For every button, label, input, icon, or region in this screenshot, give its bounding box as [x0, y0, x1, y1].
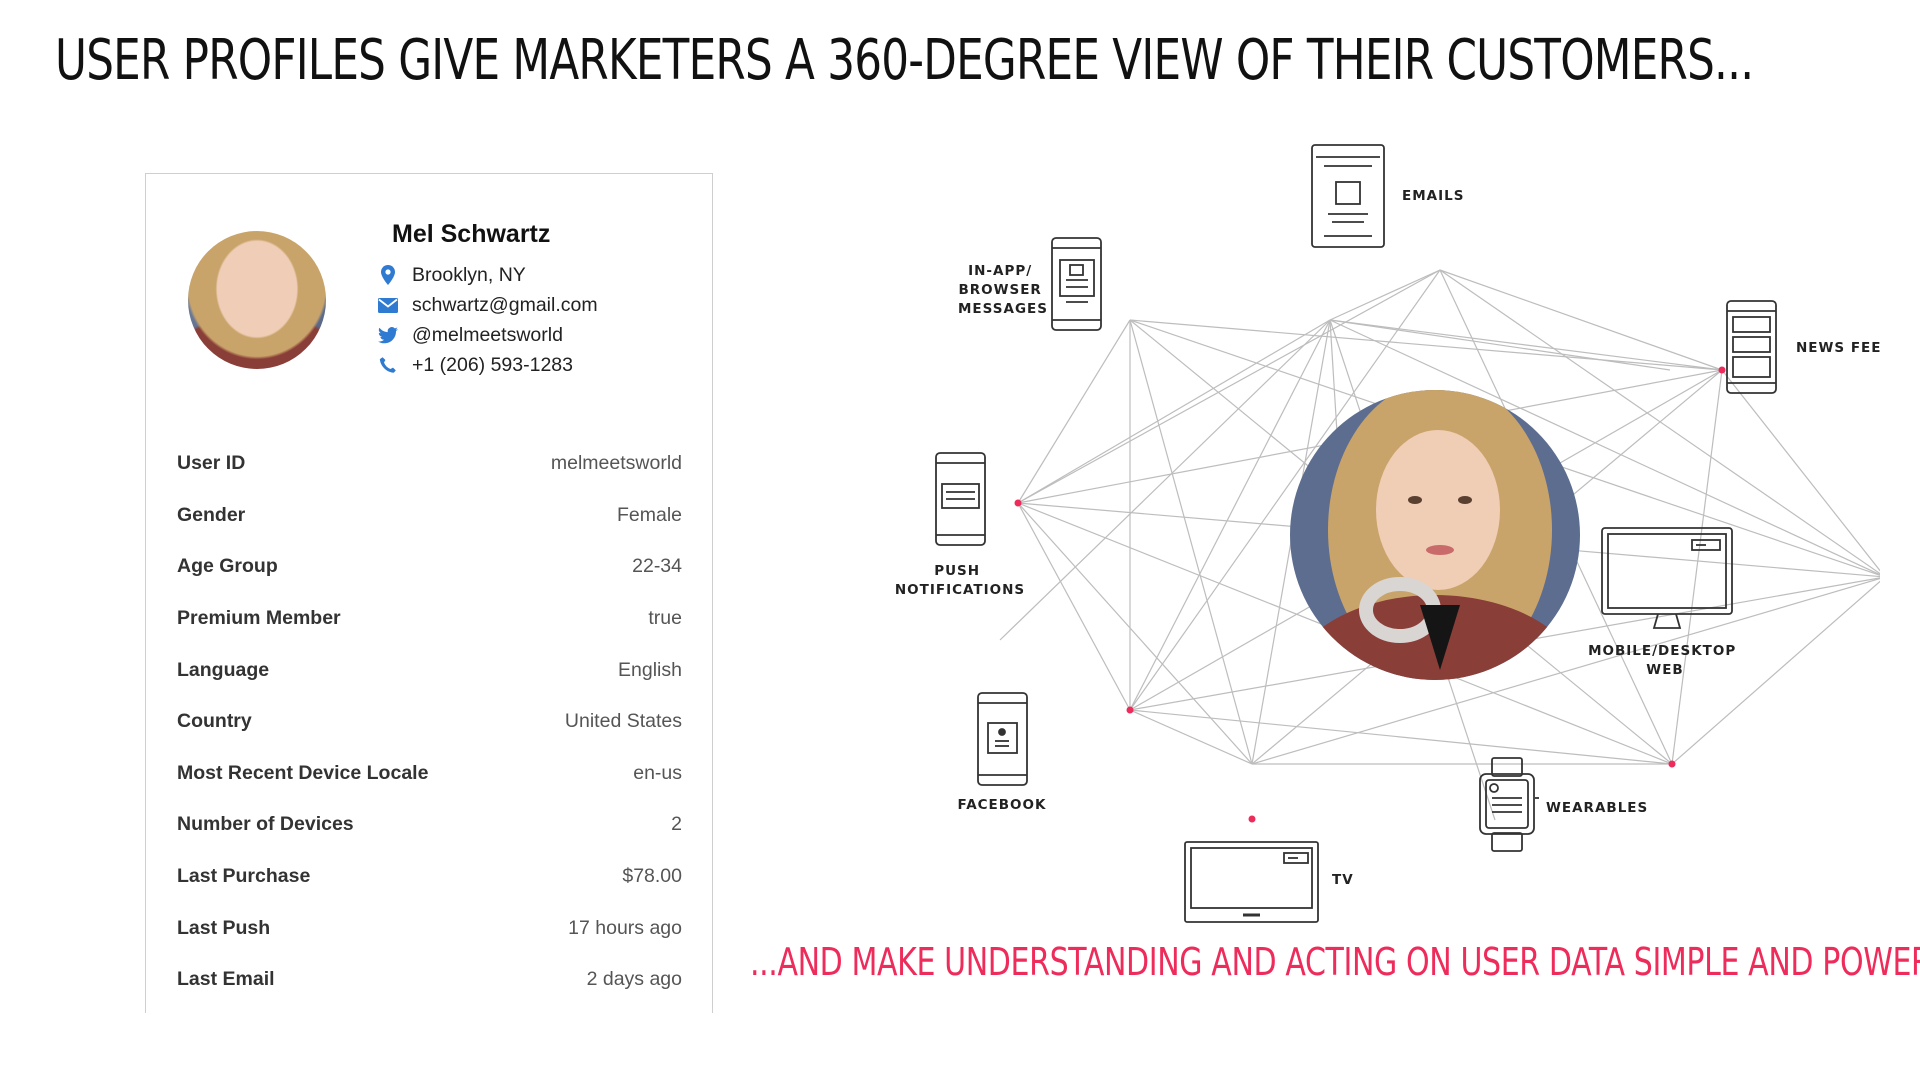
- attr-row-country: Country United States: [177, 696, 682, 748]
- attr-value: Female: [616, 503, 682, 526]
- contact-twitter[interactable]: @melmeetsworld: [376, 320, 598, 350]
- contact-email[interactable]: schwartz@gmail.com: [376, 290, 598, 320]
- channel-label-wearables: WEARABLES: [1546, 800, 1648, 816]
- channel-label-push: PUSH NOTIFICATIONS: [895, 563, 1025, 598]
- attr-value: en-us: [633, 761, 682, 784]
- attr-label: User ID: [177, 452, 246, 475]
- desktop-web-monitor-icon: [1601, 527, 1733, 629]
- network-nodes: [1014, 366, 1726, 823]
- channel-label-facebook: FACEBOOK: [958, 797, 1047, 813]
- tv-icon: [1184, 841, 1319, 923]
- attr-value: true: [648, 607, 682, 630]
- contact-location: Brooklyn, NY: [376, 260, 598, 290]
- attr-row-number-of-devices: Number of Devices 2: [177, 799, 682, 851]
- tagline: ...AND MAKE UNDERSTANDING AND ACTING ON …: [750, 940, 1920, 984]
- attr-label: Most Recent Device Locale: [177, 761, 429, 784]
- contact-phone-text[interactable]: +1 (206) 593-1283: [412, 353, 573, 376]
- attr-label: Number of Devices: [177, 813, 354, 836]
- attr-row-language: Language English: [177, 644, 682, 696]
- facebook-device-icon: [977, 692, 1028, 786]
- contact-twitter-text[interactable]: @melmeetsworld: [412, 323, 563, 346]
- in-app-device-icon: [1051, 237, 1102, 331]
- attr-label: Last Push: [177, 916, 271, 939]
- phone-icon: [376, 353, 400, 377]
- attr-label: Gender: [177, 503, 246, 526]
- attr-value: 2 days ago: [586, 968, 682, 991]
- attr-value: 2: [671, 813, 682, 836]
- channel-label-news-feed: NEWS FEED CARDS: [1796, 340, 1880, 356]
- twitter-icon: [376, 323, 400, 347]
- profile-name: Mel Schwartz: [392, 220, 551, 248]
- avatar: [188, 231, 326, 369]
- attr-value: United States: [564, 710, 682, 733]
- attr-row-last-purchase: Last Purchase $78.00: [177, 851, 682, 903]
- push-device-icon: [935, 452, 986, 546]
- attr-label: Last Purchase: [177, 865, 311, 888]
- user-profile-card: Mel Schwartz Brooklyn, NY schwartz@gmail…: [145, 173, 713, 1013]
- wearables-watch-icon: [1479, 757, 1539, 852]
- contact-email-text[interactable]: schwartz@gmail.com: [412, 293, 598, 316]
- attr-value: 17 hours ago: [568, 916, 682, 939]
- attr-label: Language: [177, 658, 270, 681]
- contact-location-text: Brooklyn, NY: [412, 263, 526, 286]
- attr-value: English: [618, 658, 682, 681]
- attr-label: Country: [177, 710, 252, 733]
- network-node: [1668, 760, 1676, 768]
- attr-value: melmeetsworld: [550, 452, 682, 475]
- profile-attributes: User ID melmeetsworld Gender Female Age Gr…: [177, 438, 682, 1006]
- attr-value: $78.00: [622, 865, 682, 888]
- contact-list: Brooklyn, NY schwartz@gmail.com @melmeet…: [376, 260, 598, 380]
- attr-row-last-email: Last Email 2 days ago: [177, 954, 682, 1006]
- channel-label-web: MOBILE/DESKTOP WEB: [1588, 643, 1742, 678]
- customer-photo: [1290, 390, 1580, 680]
- channel-label-push-line1: PUSH: [934, 563, 980, 579]
- attr-label: Age Group: [177, 555, 278, 578]
- network-node: [1126, 706, 1134, 714]
- attr-label: Last Email: [177, 968, 275, 991]
- location-pin-icon: [376, 263, 400, 287]
- network-node: [1014, 499, 1022, 507]
- channel-label-tv: TV: [1332, 872, 1354, 888]
- channel-network-diagram: EMAILS IN-APP/ BROWSER MESSAGES NEWS FEE…: [895, 144, 1880, 923]
- attr-row-user-id: User ID melmeetsworld: [177, 438, 682, 490]
- channel-label-emails: EMAILS: [1402, 188, 1464, 204]
- network-node: [1718, 366, 1726, 374]
- attr-value: 22-34: [632, 555, 682, 578]
- attr-row-premium-member: Premium Member true: [177, 593, 682, 645]
- channel-label-web-line2: WEB: [1646, 662, 1683, 678]
- channel-label-in-app-line3: MESSAGES: [958, 301, 1048, 317]
- channel-label-in-app-line2: BROWSER: [958, 282, 1041, 298]
- attr-row-device-locale: Most Recent Device Locale en-us: [177, 748, 682, 800]
- contact-phone[interactable]: +1 (206) 593-1283: [376, 350, 598, 380]
- attr-row-last-push: Last Push 17 hours ago: [177, 902, 682, 954]
- attr-row-gender: Gender Female: [177, 490, 682, 542]
- news-feed-device-icon: [1726, 300, 1777, 394]
- channel-label-web-line1: MOBILE/DESKTOP: [1588, 643, 1736, 659]
- attr-label: Premium Member: [177, 607, 341, 630]
- channel-label-push-line2: NOTIFICATIONS: [895, 582, 1025, 598]
- attr-row-age-group: Age Group 22-34: [177, 541, 682, 593]
- network-node: [1248, 815, 1256, 823]
- email-icon: [376, 293, 400, 317]
- emails-device-icon: [1311, 144, 1385, 248]
- channel-label-in-app: IN-APP/ BROWSER MESSAGES: [958, 263, 1048, 317]
- slide-title: USER PROFILES GIVE MARKETERS A 360-DEGRE…: [55, 28, 1754, 93]
- channel-label-in-app-line1: IN-APP/: [968, 263, 1032, 279]
